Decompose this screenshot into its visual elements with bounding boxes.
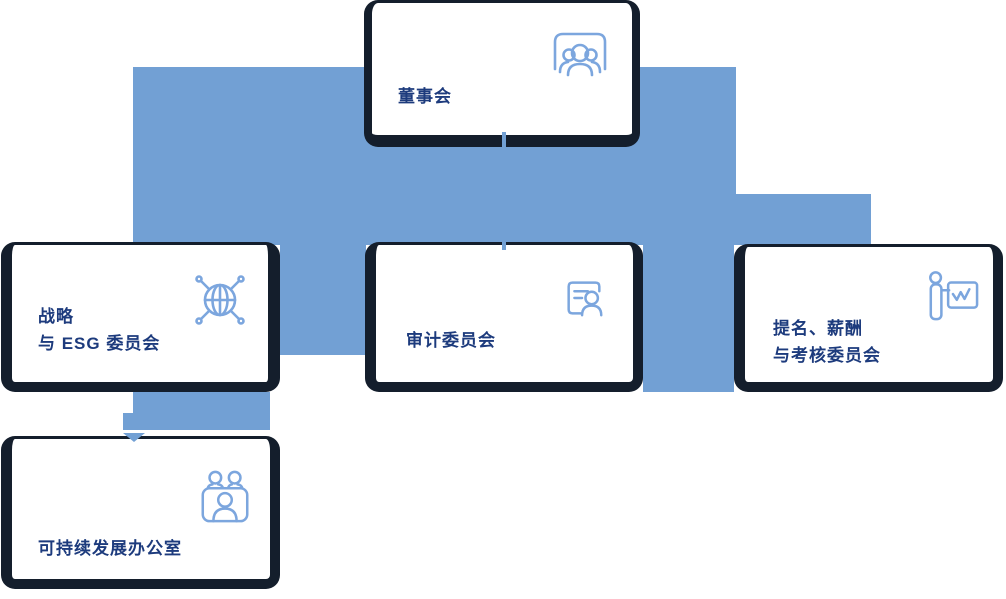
card-audit: 审计委员会	[365, 242, 643, 392]
board-people-icon	[548, 27, 612, 79]
card-strategy-esg-label-line1: 战略	[38, 307, 74, 326]
document-person-icon	[561, 275, 607, 321]
connector-right-arm	[736, 194, 871, 245]
meeting-people-icon	[196, 467, 254, 527]
card-board-label: 董事会	[398, 87, 452, 106]
card-nomination-label-line1: 提名、薪酬	[773, 319, 863, 338]
card-sustainability-office: 可持续发展办公室	[1, 436, 280, 589]
card-board: 董事会	[364, 0, 640, 147]
connector-stem-line	[502, 132, 506, 250]
globe-network-icon	[188, 267, 252, 331]
presenter-chart-icon	[923, 269, 981, 323]
card-strategy-esg: 战略 与 ESG 委员会	[1, 242, 280, 392]
card-nomination: 提名、薪酬 与考核委员会	[734, 244, 1003, 392]
connector-gap-left	[280, 245, 366, 355]
down-arrow-icon	[123, 433, 145, 442]
connector-down-left	[133, 392, 270, 430]
card-sustainability-office-label: 可持续发展办公室	[38, 539, 182, 558]
connector-gap-right	[643, 245, 734, 392]
card-strategy-esg-label-line2: 与 ESG 委员会	[38, 334, 161, 353]
card-audit-label: 审计委员会	[406, 331, 496, 350]
connector-down-left-ledge	[123, 413, 135, 430]
card-nomination-label-line2: 与考核委员会	[773, 346, 881, 365]
